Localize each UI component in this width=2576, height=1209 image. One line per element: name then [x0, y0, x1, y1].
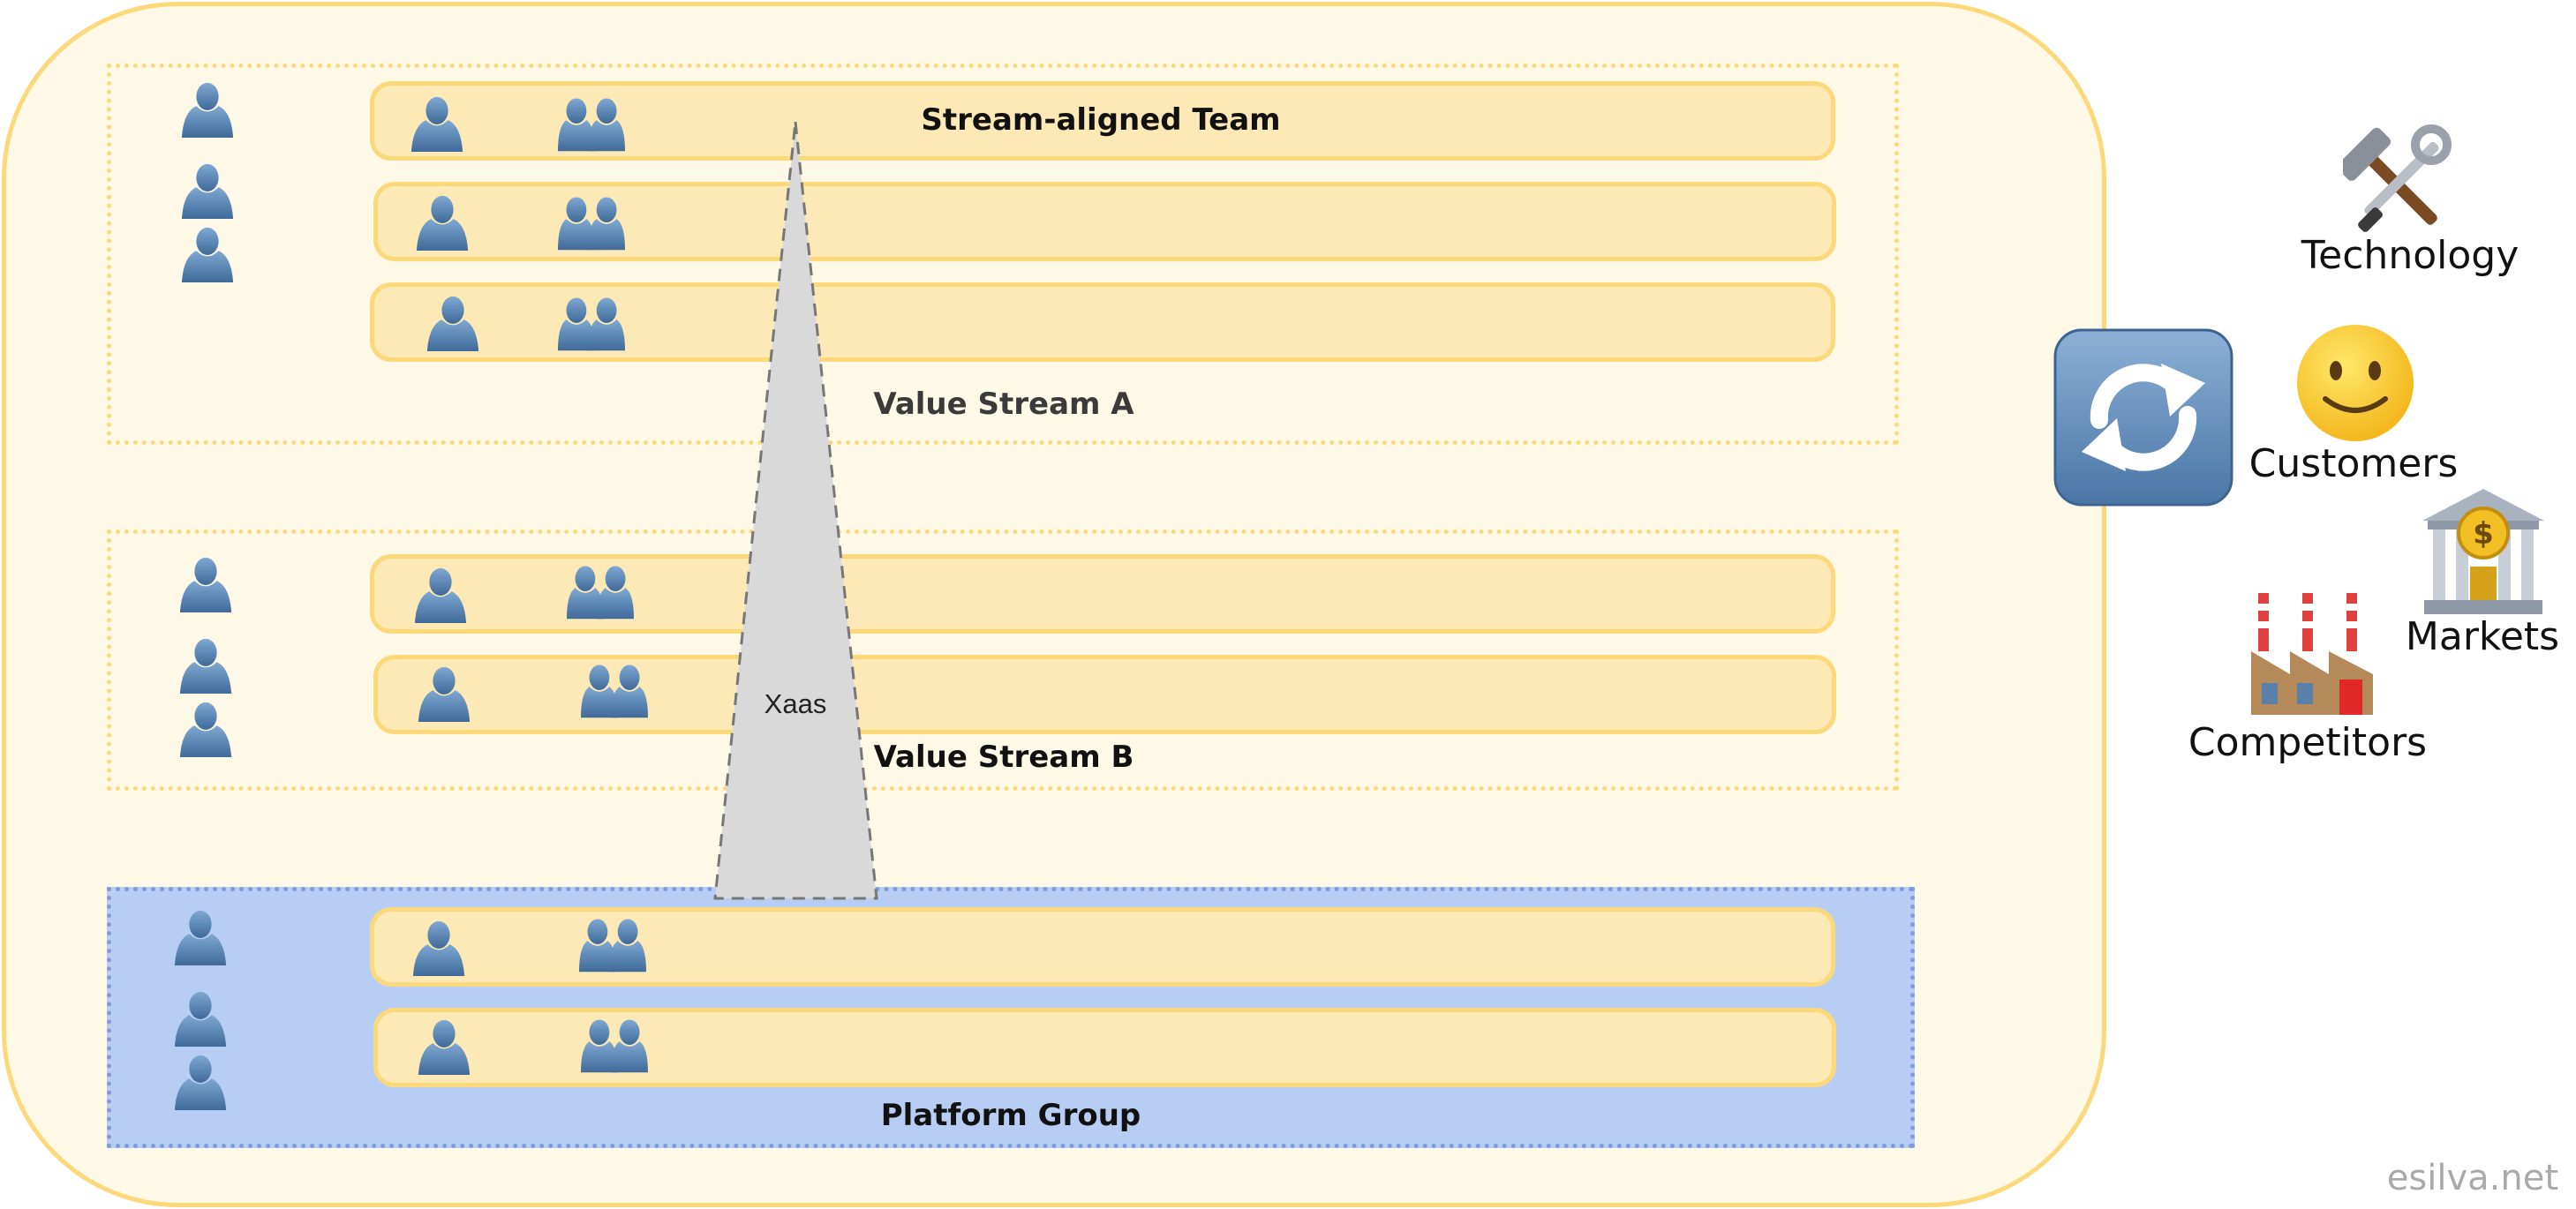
- smiley-icon: [2297, 325, 2414, 441]
- pair-icon: [558, 192, 625, 251]
- person-icon: [178, 554, 233, 612]
- pair-icon: [567, 561, 634, 620]
- xaas-label: Xaas: [764, 688, 827, 719]
- person-icon: [173, 988, 228, 1047]
- pair-icon: [579, 914, 646, 972]
- pair-icon: [581, 1015, 648, 1073]
- person-icon: [415, 192, 470, 251]
- value-stream-b-label: Value Stream B: [873, 740, 1134, 775]
- svg-text:$: $: [2473, 516, 2494, 552]
- pair-icon: [558, 293, 625, 351]
- stream-aligned-team-label: Stream-aligned Team: [921, 102, 1281, 138]
- value-stream-a-label: Value Stream A: [873, 387, 1134, 422]
- pair-icon: [558, 94, 625, 152]
- tools-icon: [2343, 124, 2452, 232]
- competitors-label: Competitors: [2188, 720, 2428, 765]
- person-icon: [173, 907, 228, 965]
- value-stream-b: [107, 529, 1899, 791]
- watermark: esilva.net: [2386, 1158, 2558, 1198]
- pair-icon: [581, 660, 648, 718]
- person-icon: [178, 635, 233, 694]
- person-icon: [410, 94, 464, 152]
- person-icon: [426, 293, 480, 351]
- customers-label: Customers: [2248, 441, 2459, 486]
- person-icon: [178, 699, 233, 757]
- person-icon: [417, 1017, 471, 1075]
- person-icon: [417, 664, 471, 722]
- platform-group-label: Platform Group: [880, 1098, 1141, 1133]
- person-icon: [180, 79, 235, 138]
- person-icon: [180, 224, 235, 282]
- technology-label: Technology: [2301, 233, 2520, 278]
- person-icon: [411, 918, 466, 976]
- sync-icon: [2053, 328, 2233, 507]
- xaas-triangle: [713, 121, 878, 900]
- bank-icon: $: [2422, 489, 2544, 614]
- value-stream-a: [107, 64, 1899, 445]
- person-icon: [173, 1052, 228, 1110]
- person-icon: [180, 161, 235, 219]
- factory-icon: [2251, 593, 2373, 715]
- person-icon: [413, 565, 468, 623]
- markets-label: Markets: [2405, 614, 2560, 659]
